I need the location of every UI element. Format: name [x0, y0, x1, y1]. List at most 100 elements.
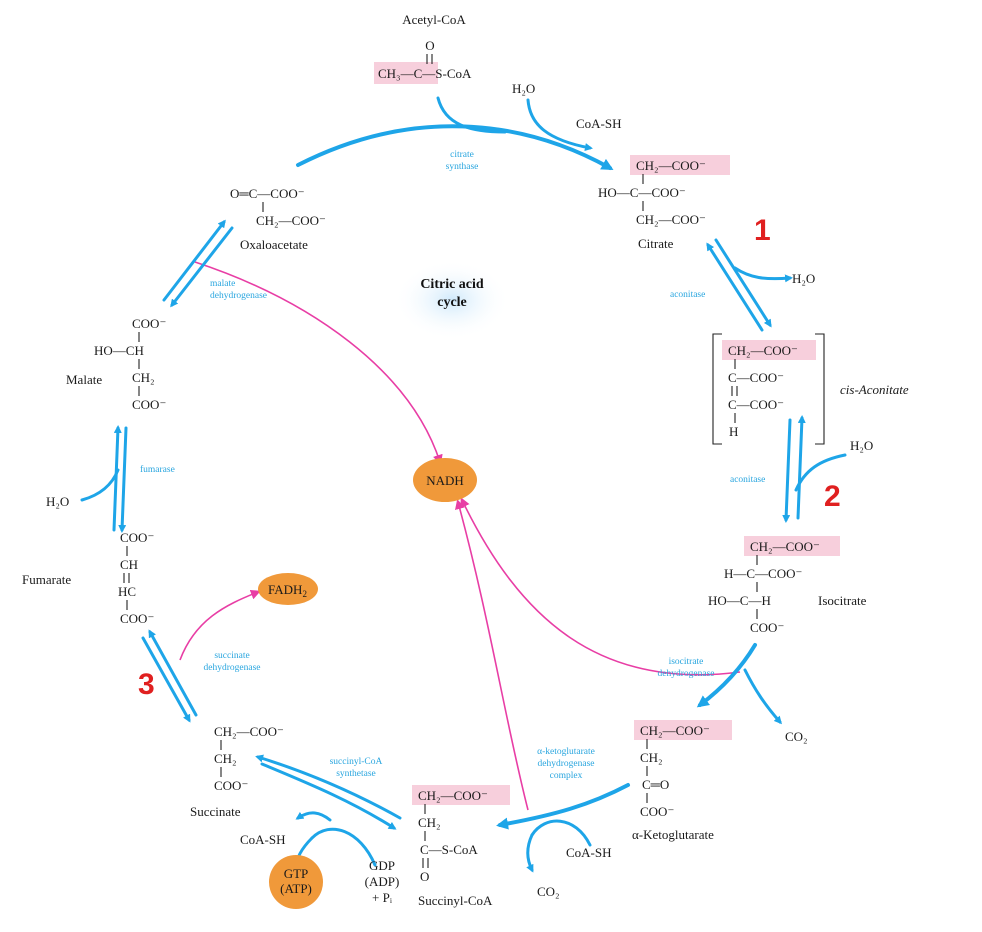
- akg-highlight: [634, 720, 732, 740]
- gdp-label-3: + Pᵢ: [372, 890, 393, 905]
- succinate-to-fadh2-path: [179, 589, 261, 661]
- malate-dh-label-1: malate: [210, 279, 235, 289]
- h2o-aconitase-out: H₂O: [792, 271, 815, 286]
- fumarase-label: fumarase: [140, 464, 175, 475]
- fadh2-badge: [258, 573, 318, 605]
- akg-to-nadh-path: [455, 499, 529, 811]
- succinate-dh-forward-arrow: [148, 629, 198, 717]
- coa-sh-succinyl: CoA-SH: [240, 832, 286, 847]
- h2o-citrate-synthase: H₂O: [512, 81, 535, 96]
- fumarate-formula-4: COO⁻: [120, 611, 154, 626]
- cis-aconitate-bracket-right: [815, 333, 825, 445]
- nadh-badge: [413, 458, 477, 502]
- gdp-label-1: GDP: [369, 858, 395, 873]
- fumarase-water-in-arrow: [80, 468, 120, 502]
- gtp-label-1: GTP: [284, 866, 309, 881]
- isocitrate-dh-arrow: [696, 643, 757, 708]
- aconitase-water-out-arrow: [733, 266, 793, 283]
- fumarate-formula-3: HC: [118, 584, 136, 599]
- succinate-formula-3: COO⁻: [214, 778, 248, 793]
- fadh2-subscript: 2: [302, 589, 307, 599]
- citrate-label: Citrate: [638, 236, 674, 251]
- akg-label: α-Ketoglutarate: [632, 827, 714, 842]
- cis-aconitate-formula-3: C—COO⁻: [728, 397, 784, 412]
- malate-formula-3: CH₂: [132, 370, 155, 385]
- citrate-highlight: [630, 155, 730, 175]
- citrate-formula-3: CH₂—COO⁻: [636, 212, 706, 227]
- succinate-dh-label-2: dehydrogenase: [204, 663, 261, 673]
- malate-formula-4: COO⁻: [132, 397, 166, 412]
- citrate-formula-1: CH₂—COO⁻: [636, 158, 706, 173]
- aconitase-back-arrow: [706, 242, 764, 332]
- citrate-synthase-label-1: citrate: [450, 150, 474, 160]
- citrate-synthase-label-2: synthase: [446, 162, 479, 172]
- malate-formula-1: COO⁻: [132, 316, 166, 331]
- succinyl-coa-formula-1: CH₂—COO⁻: [418, 788, 488, 803]
- isocitrate-dh-label-1: isocitrate: [669, 657, 704, 667]
- akg-dh-label-3: complex: [550, 771, 583, 781]
- succinyl-coa-formula-2: CH₂: [418, 815, 441, 830]
- cis-aconitate-formula-1: CH₂—COO⁻: [728, 343, 798, 358]
- succinate-label: Succinate: [190, 804, 241, 819]
- gtp-badge: [269, 855, 323, 909]
- coa-sh-akg: CoA-SH: [566, 845, 612, 860]
- isocitrate-dh-label-2: dehydrogenase: [658, 669, 715, 679]
- akg-dh-label-2: dehydrogenase: [538, 759, 595, 769]
- malate-formula-2: HO—CH: [94, 343, 144, 358]
- citrate-formula-2: HO—C—COO⁻: [598, 185, 686, 200]
- oxaloacetate-formula-2: CH₂—COO⁻: [256, 213, 326, 228]
- fadh2-label: FADH2: [268, 582, 307, 599]
- coa-sh-out-arrow: [295, 811, 332, 822]
- succinyl-synth-label-1: succinyl-CoA: [330, 757, 383, 767]
- water-coa-arrow: [526, 98, 593, 151]
- cis-aconitate-highlight: [722, 340, 816, 360]
- oxaloacetate-label: Oxaloacetate: [240, 237, 308, 252]
- fumarase-forward-arrow: [112, 425, 122, 532]
- aconitase-label-2: aconitase: [730, 475, 765, 485]
- oxaloacetate-formula-1: O═C—COO⁻: [230, 186, 305, 201]
- succinate-dh-back-arrow: [141, 636, 191, 723]
- isocitrate-label: Isocitrate: [818, 593, 867, 608]
- acetyl-coa-formula-o: O: [425, 38, 434, 53]
- succinate-dh-label-1: succinate: [214, 651, 249, 661]
- gdp-in-arrow: [310, 827, 377, 867]
- malate-dh-label-2: dehydrogenase: [210, 291, 267, 301]
- center-glow: [394, 260, 510, 340]
- gtp-label-2: (ATP): [280, 881, 312, 896]
- center-label-line2: cycle: [437, 295, 467, 310]
- akg-formula-2: CH₂: [640, 750, 663, 765]
- aconitase2-water-in-arrow: [794, 453, 847, 492]
- co2-out-arrow-2: [526, 833, 534, 873]
- h2o-fumarase: H₂O: [46, 494, 69, 509]
- succinyl-coa-formula-4: O: [420, 869, 429, 884]
- coa-sh-citrate-synthase: CoA-SH: [576, 116, 622, 131]
- aconitase2-back-arrow: [796, 415, 806, 520]
- step-number-2: 2: [824, 480, 841, 513]
- akg-dh-arrow: [496, 783, 630, 830]
- succinyl-synth-label-2: synthetase: [336, 769, 376, 779]
- center-label-line1: Citric acid: [420, 277, 484, 292]
- succinyl-synth-back-arrow: [260, 762, 397, 830]
- co2-isocitrate: CO₂: [785, 729, 808, 744]
- succinyl-coa-formula-3: C—S-CoA: [420, 842, 478, 857]
- cis-aconitate-formula-4: H: [729, 424, 738, 439]
- akg-dh-label-1: α-ketoglutarate: [537, 747, 595, 757]
- fumarate-formula-1: COO⁻: [120, 530, 154, 545]
- succinate-formula-1: CH₂—COO⁻: [214, 724, 284, 739]
- fadh2-main: FADH: [268, 582, 302, 597]
- isocitrate-formula-2: H—C—COO⁻: [724, 566, 802, 581]
- succinyl-synth-forward-arrow: [255, 754, 402, 820]
- succinate-formula-2: CH₂: [214, 751, 237, 766]
- aconitase-label-1: aconitase: [670, 290, 705, 300]
- isocitrate-highlight: [744, 536, 840, 556]
- cis-aconitate-label: cis-Aconitate: [840, 382, 909, 397]
- isocitrate-formula-3: HO—C—H: [708, 593, 771, 608]
- akg-formula-1: CH₂—COO⁻: [640, 723, 710, 738]
- cis-aconitate-bracket-left: [712, 333, 722, 445]
- aconitase-forward-arrow: [714, 238, 772, 328]
- acetyl-coa-label: Acetyl-CoA: [402, 12, 466, 27]
- coa-sh-in-arrow: [530, 819, 592, 847]
- malate-dh-forward-arrow: [162, 219, 226, 302]
- succinyl-coa-label: Succinyl-CoA: [418, 893, 493, 908]
- cis-aconitate-formula-2: C—COO⁻: [728, 370, 784, 385]
